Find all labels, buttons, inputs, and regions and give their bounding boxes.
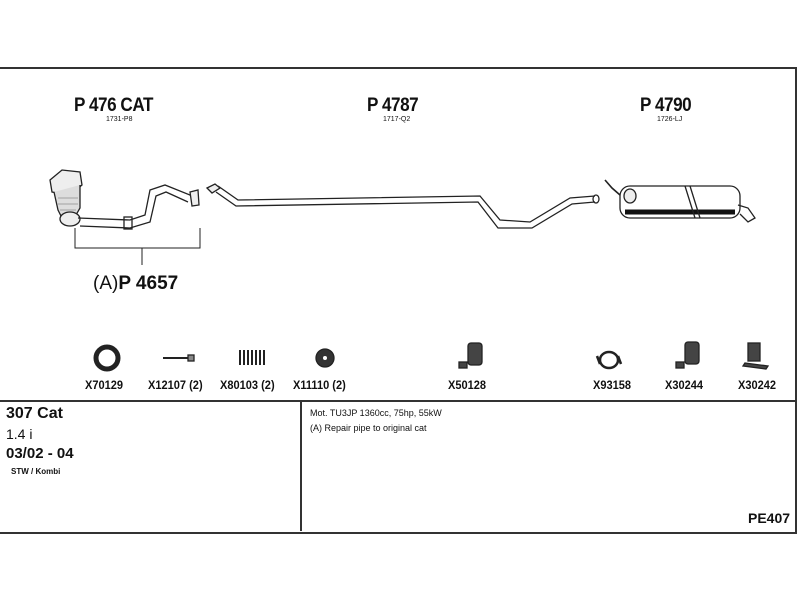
accessory-label: X12107 (2)	[148, 378, 203, 392]
part-number-cat: P 476 CAT	[74, 95, 153, 116]
diagram-frame	[0, 67, 797, 534]
rear-silencer-drawing	[604, 179, 756, 223]
part-code: 1731-P8	[106, 116, 133, 123]
divider	[300, 401, 302, 531]
accessory-label: X11110 (2)	[293, 378, 346, 392]
part-number-middle: P 4787	[367, 95, 419, 116]
vehicle-body: STW / Kombi	[11, 467, 61, 476]
accessory-label: X93158	[593, 378, 632, 392]
vehicle-engine: 1.4 i	[6, 426, 33, 442]
accessory-label: X30244	[665, 378, 704, 392]
middle-pipe-drawing	[205, 183, 600, 229]
part-code: 1726-LJ	[657, 116, 683, 123]
rubber-mount-icon	[675, 341, 700, 369]
vehicle-years: 03/02 - 04	[6, 445, 74, 462]
divider	[0, 400, 797, 402]
note: Mot. TU3JP 1360cc, 75hp, 55kW	[310, 408, 442, 418]
spring-icon	[239, 350, 265, 365]
exhaust-drawing	[49, 169, 770, 372]
clamp-icon	[595, 350, 623, 370]
part-code: 1717-Q2	[383, 116, 411, 123]
accessory-label: X70129	[85, 378, 124, 392]
rubber-mount-icon	[458, 342, 483, 369]
repair-pipe-label: (A)P 4657	[93, 273, 178, 295]
bracket-icon	[741, 342, 770, 370]
part-number-rear: P 4790	[640, 95, 692, 116]
accessory-label: X30242	[738, 378, 777, 392]
repair-prefix: (A)	[93, 273, 119, 294]
accessory-label: X50128	[448, 378, 487, 392]
repair-number: P 4657	[118, 273, 179, 294]
note: (A) Repair pipe to original cat	[310, 423, 427, 433]
vehicle-model: 307 Cat	[6, 405, 63, 422]
gasket-ring-icon	[93, 344, 121, 372]
catalytic-converter-drawing	[49, 169, 200, 230]
diagram-code: PE407	[748, 510, 791, 526]
accessory-label: X80103 (2)	[220, 378, 275, 392]
